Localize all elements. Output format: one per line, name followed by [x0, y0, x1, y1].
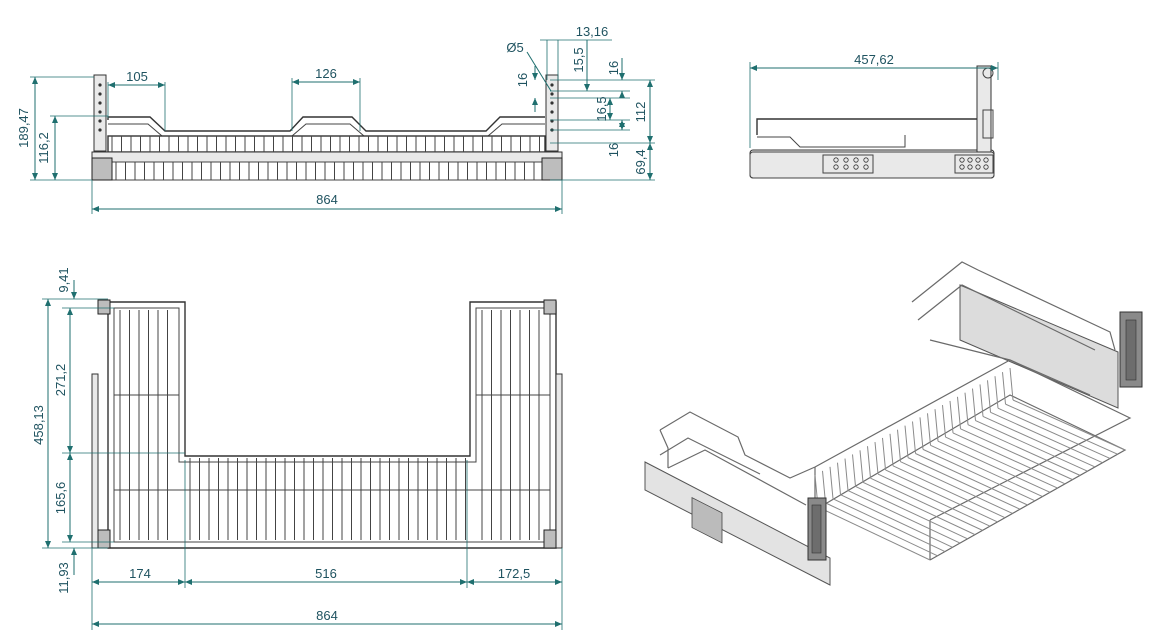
- dim-width-center: 516: [315, 566, 337, 581]
- dim-15-5: 15,5: [571, 47, 586, 72]
- dim-9-41: 9,41: [56, 267, 71, 292]
- wire-rod: [930, 444, 1043, 497]
- dim-width-total-top: 864: [316, 608, 338, 623]
- vent-hole: [983, 157, 989, 163]
- dim-width-right: 172,5: [498, 566, 531, 581]
- vent-hole: [833, 157, 839, 163]
- wire-rod: [829, 466, 834, 499]
- wire-rod: [882, 437, 886, 471]
- dim-width-left: 174: [129, 566, 151, 581]
- vent-hole: [967, 164, 973, 170]
- wire-rod: [900, 461, 1013, 514]
- wire-rod: [855, 485, 968, 540]
- wire-rod: [960, 428, 1073, 481]
- wire-rod: [870, 477, 983, 531]
- dim-handle-left: 105: [126, 69, 148, 84]
- wire-rod: [922, 448, 1036, 502]
- wire-rod: [979, 384, 984, 417]
- vent-hole: [975, 164, 981, 170]
- vent-hole: [975, 157, 981, 163]
- wire-rod: [840, 494, 953, 548]
- wire-rod: [945, 436, 1058, 489]
- wire-rod: [975, 420, 1088, 472]
- dim-height-overall: 189,47: [16, 108, 31, 148]
- wire-rod: [852, 454, 856, 487]
- wire-rod: [889, 433, 894, 466]
- wire-rod: [1012, 399, 1126, 451]
- wire-rod: [862, 481, 976, 536]
- wire-rod: [837, 462, 841, 495]
- vent-hole: [853, 164, 859, 170]
- wire-rod: [952, 432, 1066, 485]
- vent-hole: [967, 157, 973, 163]
- dim-16-b: 16: [515, 73, 530, 87]
- wire-rod: [942, 404, 946, 438]
- dim-271-2: 271,2: [53, 364, 68, 397]
- wire-rod: [832, 498, 946, 552]
- dim-165-6: 165,6: [53, 482, 68, 515]
- dim-width-total-front: 864: [316, 192, 338, 207]
- wire-rod: [937, 440, 1051, 493]
- dim-16-a: 16: [606, 61, 621, 75]
- wire-rod: [867, 446, 871, 479]
- dim-112: 112: [633, 102, 648, 123]
- wire-rod: [912, 421, 916, 454]
- wire-rod: [927, 413, 931, 446]
- dim-69-4: 69,4: [633, 149, 648, 174]
- wire-rod: [972, 388, 976, 421]
- dim-height-frame: 116,2: [36, 132, 51, 164]
- wire-rod: [949, 400, 954, 433]
- side-view-drawing: 457,62: [749, 52, 999, 179]
- wire-rod: [934, 409, 939, 442]
- dim-16-5: 16,5: [594, 96, 609, 121]
- wire-rod: [987, 380, 991, 413]
- vent-hole: [853, 157, 859, 163]
- wire-rod: [915, 453, 1028, 506]
- wire-rod: [874, 442, 879, 475]
- wire-rod: [897, 429, 901, 462]
- wire-rod: [964, 392, 969, 425]
- vent-hole: [863, 157, 869, 163]
- wire-rod: [1009, 367, 1014, 401]
- wire-rod: [825, 502, 938, 557]
- dim-11-93: 11,93: [56, 562, 71, 594]
- dim-16-c: 16: [606, 143, 621, 157]
- vent-hole: [959, 164, 965, 170]
- top-view-drawing: 9,41 458,13 271,2 165,6 11,93 174 516 17…: [31, 267, 563, 630]
- vent-hole: [983, 164, 989, 170]
- wire-rod: [859, 450, 864, 483]
- dim-handle-center: 126: [315, 66, 337, 81]
- wire-rod: [844, 458, 849, 491]
- vent-hole: [843, 164, 849, 170]
- wire-rod: [967, 424, 1081, 476]
- wire-rod: [847, 490, 961, 544]
- wire-rod: [904, 425, 909, 458]
- wire-rod: [957, 396, 961, 429]
- wire-rod: [885, 469, 998, 523]
- vent-hole: [833, 164, 839, 170]
- front-view-drawing: 189,47 116,2 864 105 126: [16, 66, 563, 214]
- wire-rod: [982, 416, 1096, 468]
- isometric-basket-view: [644, 261, 1143, 586]
- wire-rod: [877, 473, 991, 527]
- wire-rod: [817, 506, 931, 561]
- wire-rod: [1002, 372, 1006, 405]
- dim-depth-side: 457,62: [854, 52, 894, 67]
- wire-rod: [907, 457, 1021, 510]
- vent-hole: [959, 157, 965, 163]
- dim-offset-top: 13,16: [576, 24, 609, 39]
- wire-rod: [919, 417, 924, 450]
- vent-hole: [863, 164, 869, 170]
- wire-rod: [994, 376, 999, 409]
- wire-rod: [990, 411, 1103, 464]
- wire-rod: [892, 465, 1006, 519]
- side-detail-dimensions: 13,16 Ø5 15,5 16 16 16,5 16 112 69,4: [506, 24, 655, 181]
- wire-rod: [997, 407, 1111, 459]
- dim-458-13: 458,13: [31, 405, 46, 445]
- dim-hole-diameter: Ø5: [506, 40, 523, 55]
- wire-rod: [1005, 403, 1118, 455]
- vent-hole: [843, 157, 849, 163]
